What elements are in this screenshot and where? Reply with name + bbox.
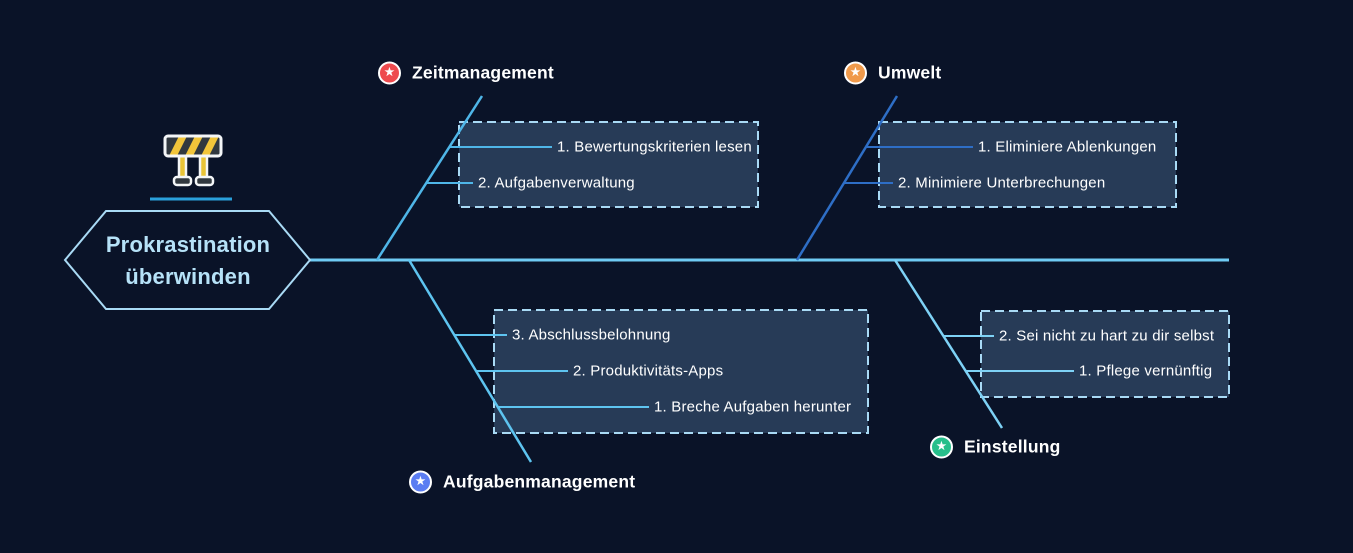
branch-line-einstellung <box>893 259 1004 429</box>
sub-item[interactable]: 2. Sei nicht zu hart zu dir selbst <box>999 327 1215 345</box>
sub-item[interactable]: 1. Breche Aufgaben herunter <box>654 398 852 416</box>
branch-label-text: Aufgabenmanagement <box>443 471 636 492</box>
sub-item[interactable]: 2. Aufgabenverwaltung <box>478 174 635 192</box>
branch-line-aufgabenmanagement <box>407 259 533 463</box>
construction-barrier-icon <box>163 134 223 187</box>
star-icon: ★ <box>844 61 867 85</box>
branch-box-zeitmanagement[interactable] <box>458 121 759 208</box>
branch-label-text: Umwelt <box>878 62 942 83</box>
branch-label-text: Einstellung <box>964 436 1061 457</box>
branch-label-zeitmanagement[interactable]: ★ Zeitmanagement <box>378 61 554 85</box>
branch-label-umwelt[interactable]: ★ Umwelt <box>844 61 942 85</box>
branch-line-zeitmanagement <box>375 95 484 261</box>
sub-item[interactable]: 1. Eliminiere Ablenkungen <box>978 138 1157 156</box>
star-icon: ★ <box>930 435 953 459</box>
branch-box-umwelt[interactable] <box>878 121 1177 208</box>
branch-box-einstellung[interactable] <box>980 310 1230 398</box>
branch-label-text: Zeitmanagement <box>412 62 554 83</box>
sub-item[interactable]: 2. Produktivitäts-Apps <box>573 362 724 380</box>
branch-box-aufgabenmanagement[interactable] <box>493 309 869 434</box>
star-icon: ★ <box>378 61 401 85</box>
sub-item[interactable]: 1. Pflege vernünftig <box>1079 362 1213 380</box>
head-hexagon[interactable] <box>63 210 312 310</box>
branch-line-umwelt <box>795 95 899 261</box>
star-icon: ★ <box>409 470 432 494</box>
branch-label-einstellung[interactable]: ★ Einstellung <box>930 435 1061 459</box>
sub-item[interactable]: 1. Bewertungskriterien lesen <box>557 138 752 156</box>
central-topic[interactable]: Prokrastination überwinden <box>105 232 271 289</box>
sub-item[interactable]: 3. Abschlussbelohnung <box>512 326 671 344</box>
sub-item[interactable]: 2. Minimiere Unterbrechungen <box>898 174 1106 192</box>
branch-label-aufgabenmanagement[interactable]: ★ Aufgabenmanagement <box>409 470 636 494</box>
